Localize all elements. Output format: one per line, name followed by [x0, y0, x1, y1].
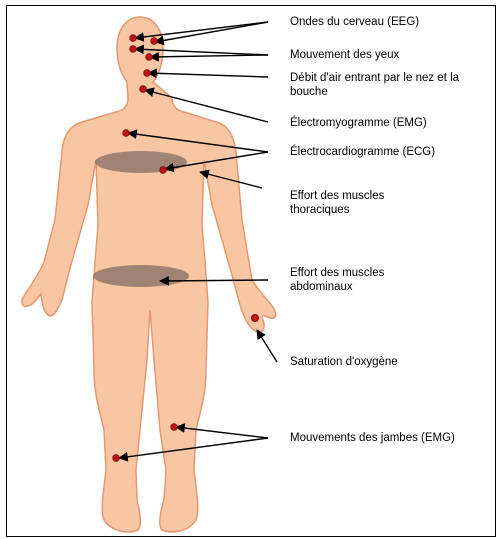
label-eeg: Ondes du cerveau (EEG) [290, 15, 500, 29]
label-abdominal-effort: Effort des muscles abdominaux [290, 266, 440, 294]
label-emg: Électromyogramme (EMG) [290, 116, 500, 130]
sensor-eeg-2 [151, 38, 158, 45]
sensor-ecg-2 [160, 167, 167, 174]
sensor-ecg-1 [123, 130, 130, 137]
label-oxygen-saturation: Saturation d'oxygène [290, 355, 500, 369]
label-eye-movement: Mouvement des yeux [290, 48, 500, 62]
label-airflow: Débit d'air entrant par le nez et la bou… [290, 71, 460, 99]
label-ecg: Électrocardiogramme (ECG) [290, 145, 500, 159]
label-leg-movements: Mouvements des jambes (EMG) [290, 431, 502, 445]
sensor-eye-2 [146, 54, 153, 61]
chest-belt [95, 151, 187, 173]
label-chest-effort: Effort des muscles thoraciques [290, 189, 440, 217]
sensor-emg-chin [140, 86, 147, 93]
sensor-leg-1 [171, 424, 178, 431]
sensor-oxygen [251, 314, 258, 321]
abdominal-belt [93, 265, 189, 287]
sensor-airflow [144, 70, 151, 77]
sensor-leg-2 [113, 455, 120, 462]
sensor-eeg-1 [130, 35, 137, 42]
sensor-eye-1 [130, 46, 137, 53]
